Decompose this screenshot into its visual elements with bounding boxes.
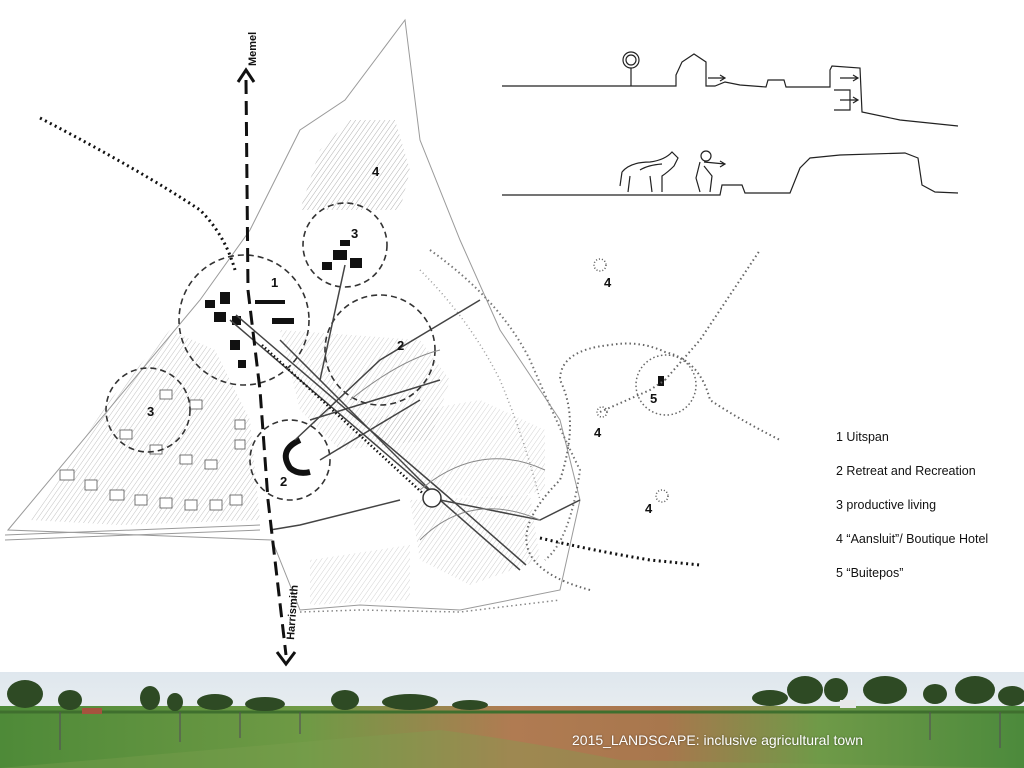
zone-circle-5	[635, 354, 697, 416]
road-label-north: Memel	[247, 32, 259, 66]
outlier-node-a	[593, 258, 607, 272]
zone-circle-3-west	[105, 367, 191, 453]
field-patch-3	[410, 495, 540, 585]
outlier-dotted-track-3	[599, 379, 666, 413]
residential-fabric	[30, 330, 260, 525]
house-blocks	[59, 389, 246, 511]
legend-item-boutique-hotel: 4 “Aansluit”/ Boutique Hotel	[836, 532, 989, 546]
zone-circle-2-north	[324, 294, 436, 406]
zone-legend: 1 Uitspan 2 Retreat and Recreation 3 pro…	[836, 428, 1021, 598]
zone-circle-2-south	[249, 419, 331, 501]
zone-number: 3	[351, 226, 358, 241]
zone-number: 2	[280, 474, 287, 489]
site-boundary	[6, 18, 581, 611]
panorama-trees	[7, 676, 1024, 711]
fence-posts	[59, 712, 1001, 750]
horse-figure-icon	[619, 151, 679, 193]
central-roundabout	[422, 488, 442, 508]
field-patch-2	[360, 400, 545, 500]
outlier-plan	[525, 249, 781, 591]
legend-item-productive-living: 3 productive living	[836, 498, 937, 512]
landscape-axis-southeast	[539, 536, 701, 567]
zone-number: 4	[372, 164, 380, 179]
zone-numbers: 1 2 2 3 3 4 4 4 4 5	[147, 164, 657, 516]
zone-number: 3	[147, 404, 154, 419]
outlier-node-c	[655, 489, 669, 503]
road-label-south: Harrismith	[285, 584, 301, 640]
tree-icon	[622, 51, 640, 86]
outlier-node-b	[596, 406, 608, 418]
south-arrow-icon	[275, 651, 297, 667]
north-arrow-icon	[236, 67, 256, 83]
amphitheatre-shape	[282, 437, 311, 476]
slide-caption: 2015_LANDSCAPE: inclusive agricultural t…	[572, 732, 864, 748]
zone-circle-1	[178, 254, 310, 386]
contour-edge-inner	[419, 269, 541, 501]
zone-number: 4	[594, 425, 602, 440]
boundary-road	[4, 524, 261, 541]
section-sketch	[502, 51, 959, 196]
building-cluster	[205, 240, 664, 386]
landscape-axis-northwest	[39, 116, 237, 271]
outlier-dotted-track-2	[664, 249, 761, 381]
rider-figure-icon	[695, 150, 727, 193]
zone-number: 4	[645, 501, 653, 516]
zone-number: 5	[650, 391, 657, 406]
panorama-buildings	[82, 700, 856, 714]
zone-number: 1	[271, 275, 278, 290]
site-plan	[4, 18, 664, 613]
legend-item-buitepos: 5 “Buitepos”	[836, 566, 904, 580]
legend-item-retreat: 2 Retreat and Recreation	[836, 464, 976, 478]
section-lower-ground	[502, 152, 959, 196]
zone-number: 2	[397, 338, 404, 353]
zone-circle-3-north	[302, 202, 388, 288]
legend-item-uitspan: 1 Uitspan	[836, 430, 889, 444]
section-upper-ground	[502, 53, 959, 127]
north-south-road	[236, 67, 297, 667]
zone-number: 4	[604, 275, 612, 290]
north-cluster-fabric	[300, 120, 410, 210]
field-patch-4	[310, 545, 410, 605]
landscape-panorama	[0, 672, 1024, 768]
outlier-dotted-track	[525, 342, 781, 591]
zone-circles	[105, 202, 436, 501]
contour-edge-east	[429, 249, 582, 561]
field-arcs	[349, 349, 546, 541]
